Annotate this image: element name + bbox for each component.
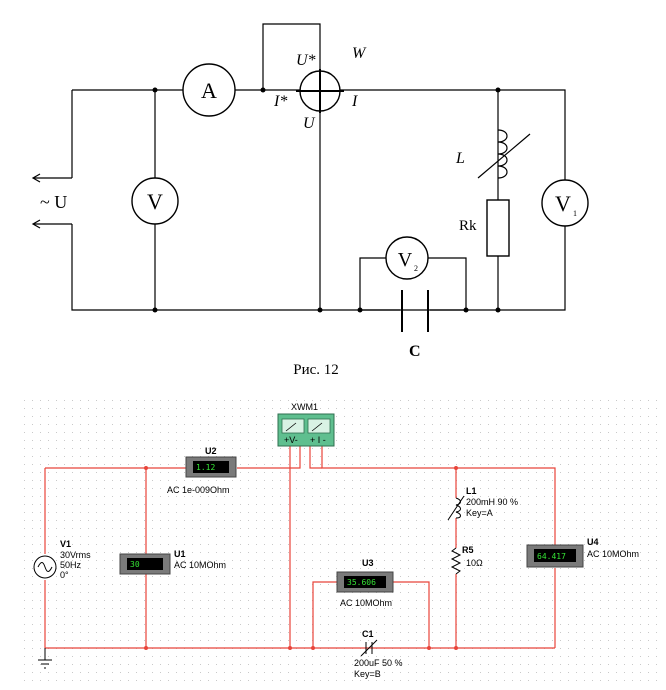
ground-icon	[38, 648, 52, 669]
meter-u3-display	[344, 576, 386, 588]
node	[454, 466, 458, 470]
r5-value: 10Ω	[466, 558, 483, 568]
voltage-needle-icon	[285, 422, 297, 432]
u2-mode: AC 1e-009Ohm	[167, 485, 230, 495]
top-wire-v2-right	[428, 257, 467, 310]
node	[260, 87, 266, 93]
meter-u4-display	[534, 549, 576, 562]
top-wire-voltage-coil	[262, 23, 321, 90]
voltmeter-v1-subscript: 1	[573, 209, 577, 218]
meter-u1-display	[127, 558, 163, 570]
ammeter	[182, 63, 236, 117]
v1-ref: V1	[60, 539, 71, 549]
capacitor-c1-icon[interactable]	[365, 642, 373, 654]
node	[357, 307, 363, 313]
resistor-label: Rk	[459, 218, 477, 234]
u2-ref: U2	[205, 446, 217, 456]
u4-ref: U4	[587, 537, 599, 547]
u4-reading: 64.417	[537, 552, 566, 561]
capacitor-c1-variable-arrow	[360, 639, 378, 657]
sim-wire-u3-left	[312, 581, 337, 648]
multimeter-current-face	[307, 418, 331, 434]
node	[317, 307, 323, 313]
l1-ref: L1	[466, 486, 477, 496]
wattmeter-u: U	[303, 115, 316, 132]
inductor-variable-arrow	[477, 133, 531, 179]
sine-wave-icon	[37, 562, 53, 572]
u4-mode: AC 10MOhm	[587, 549, 639, 559]
u1-reading: 30	[130, 560, 140, 569]
u3-mode: AC 10MOhm	[340, 598, 392, 608]
v1-line2: 50Hz	[60, 560, 82, 570]
node	[463, 307, 469, 313]
ammeter-symbol: A	[201, 78, 217, 103]
l1-key: Key=A	[466, 508, 493, 518]
top-source-arrowhead-upper	[31, 173, 41, 183]
inductor-coil	[497, 129, 508, 179]
u2-reading: 1.12	[196, 463, 215, 472]
xwm1-ref: XWM1	[291, 402, 318, 412]
xwm1-i-label: + I -	[310, 435, 326, 445]
resistor-rk	[486, 199, 510, 257]
inductor-label: L	[455, 150, 465, 167]
node	[311, 646, 315, 650]
voltmeter-v1	[541, 179, 589, 227]
sim-wire-u2-to-xwm	[237, 446, 301, 469]
top-wire-v2-left	[359, 257, 386, 310]
voltmeter-source	[131, 177, 179, 225]
voltmeter-v2-subscript: 2	[414, 264, 418, 273]
figure-caption: Рис. 12	[293, 362, 339, 378]
u1-ref: U1	[174, 549, 186, 559]
node	[427, 646, 431, 650]
node	[288, 646, 292, 650]
voltmeter-v2	[385, 236, 429, 280]
source-label: ~ U	[40, 192, 67, 212]
resistor-r5-icon[interactable]	[450, 547, 462, 575]
node	[495, 307, 501, 313]
sim-wire-top-right	[321, 446, 556, 545]
top-wire-right-top	[340, 89, 566, 180]
voltmeter-source-symbol: V	[147, 189, 163, 214]
node	[152, 87, 158, 93]
node	[495, 87, 501, 93]
c1-ref: C1	[362, 629, 374, 639]
current-needle-icon	[311, 422, 323, 432]
u3-reading: 35.606	[347, 578, 376, 587]
r5-ref: R5	[462, 545, 474, 555]
c1-key: Key=B	[354, 669, 381, 679]
inductor-l1-variable-arrow	[447, 495, 465, 521]
xwm1-v-label: +V-	[284, 435, 298, 445]
simulator-schematic: V1 30Vrms 50Hz 0° XWM1 +V- + I - U2 1.12…	[20, 394, 660, 684]
node	[144, 466, 148, 470]
wattmeter-name: W	[352, 45, 367, 62]
node	[454, 646, 458, 650]
node	[144, 646, 148, 650]
meter-u2-display	[193, 461, 229, 473]
u3-ref: U3	[362, 558, 374, 568]
l1-value: 200mH 90 %	[466, 497, 518, 507]
multimeter-voltage-face	[281, 418, 305, 434]
sim-wire-u3-right	[393, 581, 430, 648]
sim-wire-xwm-i-plus	[309, 446, 322, 469]
top-diagram: ~ U A V U* W I* I U L Rk V 1 V 2 C	[31, 23, 589, 378]
voltmeter-v2-symbol: V	[398, 249, 413, 271]
capacitor-label: C	[409, 343, 421, 360]
voltmeter-v1-symbol: V	[555, 191, 571, 216]
v1-line1: 30Vrms	[60, 550, 91, 560]
node	[152, 307, 158, 313]
wattmeter-i-star: I*	[273, 93, 287, 110]
top-source-arrowhead-lower	[31, 219, 41, 229]
v1-line3: 0°	[60, 570, 69, 580]
u1-mode: AC 10MOhm	[174, 560, 226, 570]
wattmeter-i: I	[351, 93, 358, 110]
wattmeter-u-star: U*	[296, 52, 316, 69]
simulator-grid	[20, 394, 660, 684]
c1-value: 200uF 50 %	[354, 658, 403, 668]
